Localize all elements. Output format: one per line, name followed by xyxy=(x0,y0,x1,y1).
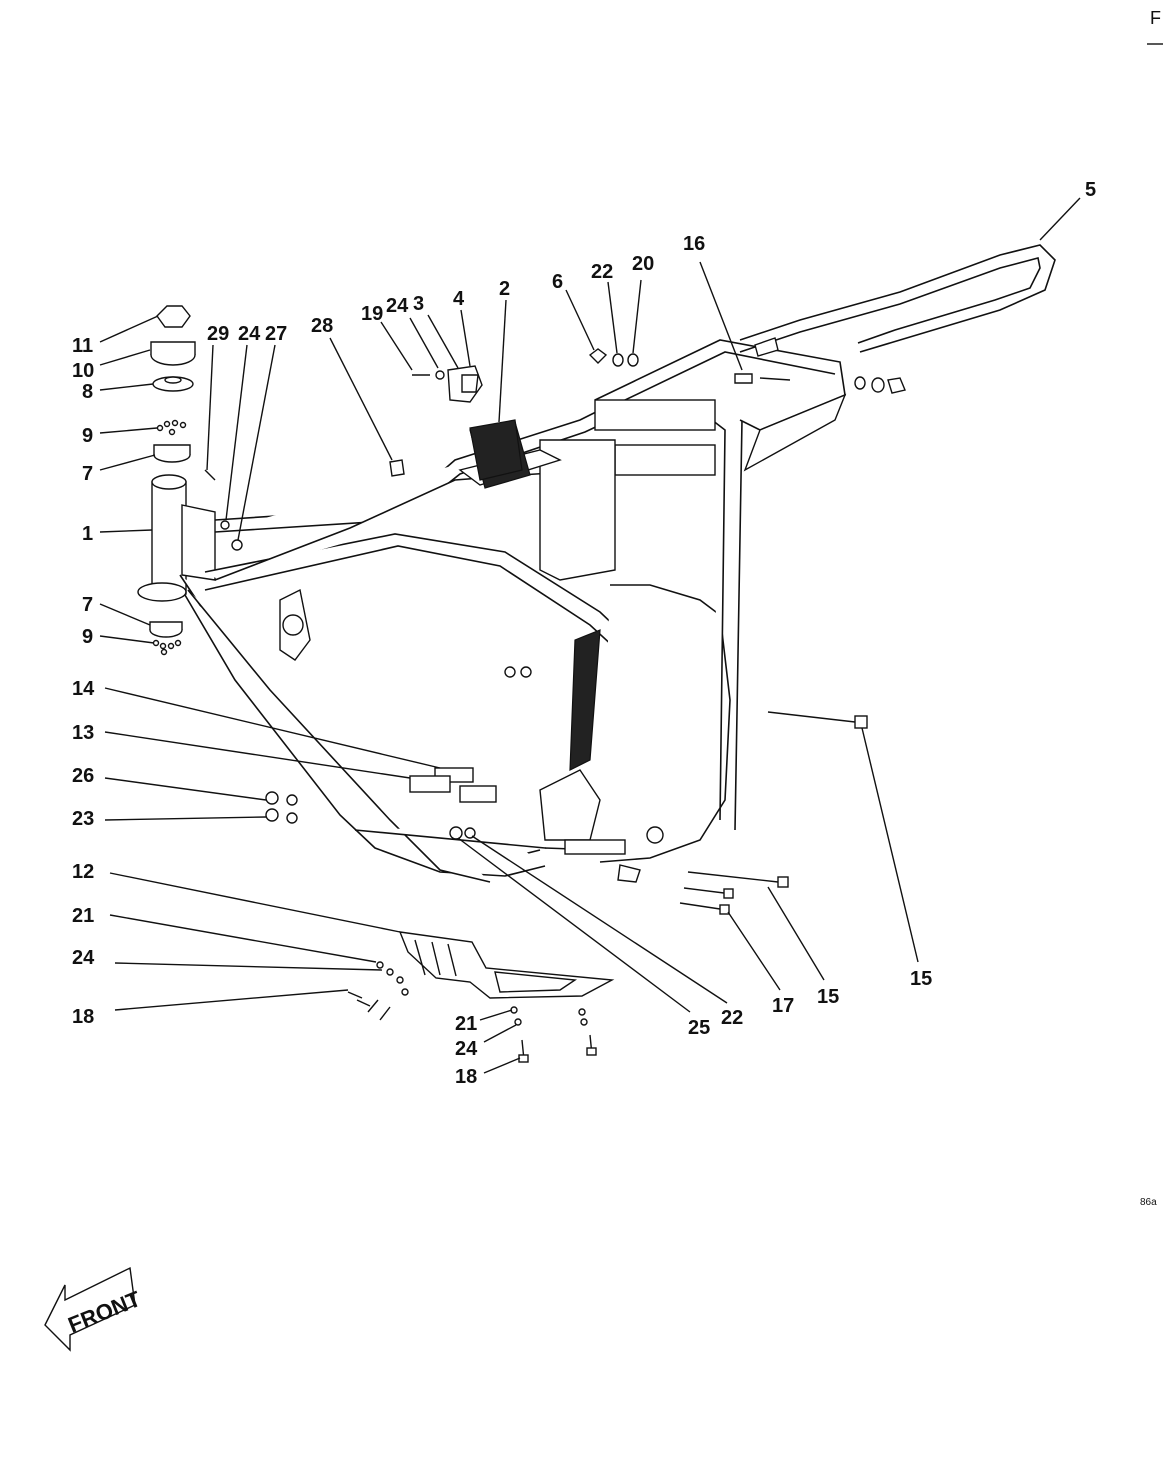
callout-15-lower: 15 xyxy=(817,986,839,1008)
callout-14: 14 xyxy=(72,678,95,700)
clamp-part-4 xyxy=(461,374,479,393)
grommet-part-28 xyxy=(389,459,405,477)
callout-24-lower: 24 xyxy=(455,1038,478,1060)
callout-28: 28 xyxy=(311,315,333,337)
front-arrow-icon xyxy=(44,1266,136,1352)
callout-3: 3 xyxy=(413,293,424,315)
callout-7: 7 xyxy=(82,463,93,485)
callout-20: 20 xyxy=(632,253,654,275)
rear-mount-boss xyxy=(646,826,664,844)
callout-16: 16 xyxy=(683,233,705,255)
washer-part-20 xyxy=(627,353,639,367)
hatched-web xyxy=(569,629,601,771)
down-tube-right xyxy=(187,589,491,883)
mount-nut-2 xyxy=(520,666,532,678)
callout-6: 6 xyxy=(552,271,563,293)
washer-part-24-clamp xyxy=(435,370,445,380)
bolt-part-17 xyxy=(679,902,721,910)
leader-lines xyxy=(99,197,1081,1074)
callout-21-lower: 21 xyxy=(455,1013,477,1035)
washer-part-22 xyxy=(612,353,624,367)
screw-part-29 xyxy=(204,469,216,481)
rear-loop xyxy=(599,584,731,863)
strap-part-2 xyxy=(469,419,523,481)
skid-plate-part-12 xyxy=(398,931,615,999)
nut-part-6 xyxy=(588,348,608,364)
callout-1: 1 xyxy=(82,523,93,545)
collar-part-25 xyxy=(449,826,463,840)
stem-nut-part-11 xyxy=(156,305,191,328)
callout-26: 26 xyxy=(72,765,94,787)
callout-18: 18 xyxy=(72,1006,94,1028)
bolt-part-15-upper xyxy=(767,711,856,723)
front-arrow: FRONT xyxy=(44,1266,145,1352)
steering-parts xyxy=(149,305,196,656)
rear-crossmember xyxy=(594,399,716,431)
callout-24-top: 24 xyxy=(238,323,261,345)
bushing-part-23 xyxy=(265,808,279,822)
callout-25: 25 xyxy=(688,1017,710,1039)
callout-21: 21 xyxy=(72,905,94,927)
callout-12: 12 xyxy=(72,861,94,883)
page-mark: F xyxy=(1150,8,1161,28)
rear-bracket xyxy=(614,444,716,476)
callout-11: 11 xyxy=(72,335,93,357)
nut-part-27 xyxy=(231,539,243,551)
small-fasteners xyxy=(204,348,906,883)
engine-mount-plate xyxy=(539,769,601,841)
callout-29: 29 xyxy=(207,323,229,345)
down-tube-inner xyxy=(184,594,546,877)
callout-8: 8 xyxy=(82,381,93,403)
bolt-part-15-lower xyxy=(687,871,779,883)
callout-9: 9 xyxy=(82,425,93,447)
steering-head xyxy=(137,474,187,602)
engine-mount-bar xyxy=(564,839,626,855)
callout-2: 2 xyxy=(499,278,510,300)
callout-22: 22 xyxy=(591,261,613,283)
callout-10: 10 xyxy=(72,360,94,382)
long-bolts xyxy=(679,711,868,915)
callout-19: 19 xyxy=(361,303,383,325)
callout-24-clamp: 24 xyxy=(386,295,409,317)
figure-code: 86a xyxy=(1140,1197,1157,1208)
mount-nut xyxy=(504,666,516,678)
seat-rail-inner xyxy=(599,351,836,413)
callout-23: 23 xyxy=(72,808,94,830)
bolt-part-16 xyxy=(734,373,753,384)
callout-labels: 11 10 8 9 7 1 7 9 14 13 26 23 12 21 24 1… xyxy=(72,179,1096,1088)
callout-15-right: 15 xyxy=(910,968,932,990)
callout-22-lower: 22 xyxy=(721,1007,743,1029)
rear-vertical-inner xyxy=(711,419,726,821)
callout-27: 27 xyxy=(265,323,287,345)
balls-part-9-lower xyxy=(152,639,182,656)
rear-gusset xyxy=(743,393,847,472)
skid-plate-fasteners xyxy=(347,961,597,1063)
callout-24: 24 xyxy=(72,947,95,969)
rear-vertical xyxy=(724,409,743,831)
battery-box xyxy=(539,439,616,581)
callout-9-lower: 9 xyxy=(82,626,93,648)
callout-5: 5 xyxy=(1085,179,1096,201)
callout-18-lower: 18 xyxy=(455,1066,477,1088)
balls-part-9-upper xyxy=(156,419,187,436)
head-gusset xyxy=(181,504,216,581)
callout-17: 17 xyxy=(772,995,794,1017)
collar-part-26 xyxy=(265,791,279,805)
side-mount-hole xyxy=(282,614,304,636)
callout-4: 4 xyxy=(453,288,465,310)
seat-loop-part-5 xyxy=(739,244,1056,357)
clamp-part-13 xyxy=(409,775,451,793)
callout-7-lower: 7 xyxy=(82,594,93,616)
washer-part-24-head xyxy=(220,520,230,530)
callout-13: 13 xyxy=(72,722,94,744)
